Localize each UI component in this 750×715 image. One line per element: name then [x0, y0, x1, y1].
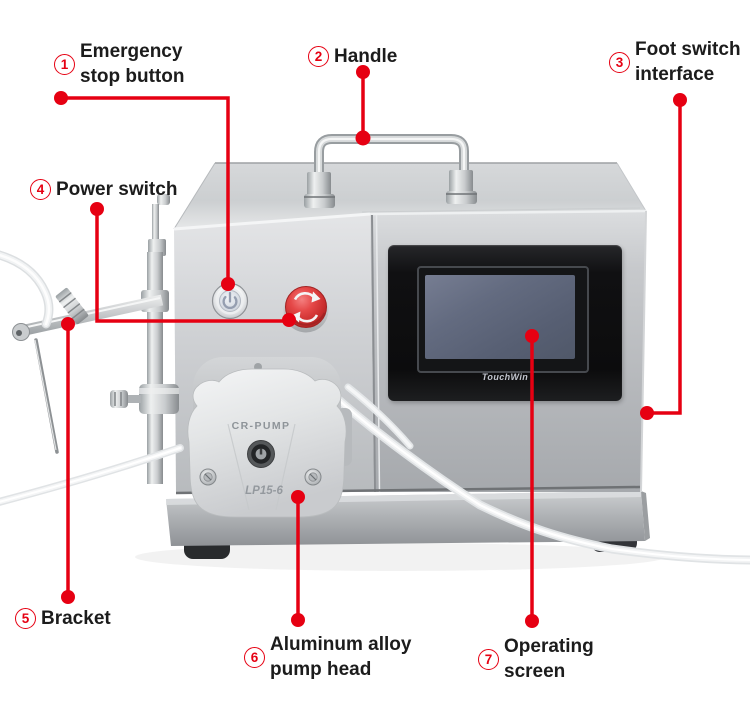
label-number-2: 2: [308, 46, 329, 67]
bracket-arm: [14, 294, 164, 338]
label-text-line: screen: [504, 661, 566, 682]
touchwin-logo: TouchWin: [481, 372, 529, 382]
label-bracket: 5 Bracket: [15, 606, 111, 631]
label-emergency-stop-button: 1 Emergency stop button: [54, 39, 184, 89]
label-text-line: Handle: [334, 46, 398, 67]
operating-screen: [425, 275, 575, 359]
label-handle: 2 Handle: [308, 44, 397, 69]
label-number-3: 3: [609, 51, 630, 73]
label-number-1: 1: [54, 53, 75, 75]
emergency-stop-button: [283, 286, 329, 333]
handle-mounts: [304, 170, 477, 208]
label-number-4: 4: [30, 179, 51, 200]
label-text-line: Power switch: [56, 179, 178, 200]
thumb-screw: [110, 390, 128, 408]
label-aluminum-pump-head: 6 Aluminum alloy pump head: [244, 632, 411, 682]
label-number-6: 6: [244, 646, 265, 668]
pump-hub: [247, 440, 275, 468]
pump-brand-text: CR-PUMP: [231, 420, 291, 432]
pump-screws: [199, 468, 322, 486]
label-text-line: Bracket: [41, 608, 111, 629]
label-power-switch: 4 Power switch: [30, 177, 177, 202]
label-number-5: 5: [15, 608, 36, 629]
label-text-line: stop button: [80, 66, 185, 87]
pump-model-text: LP15-6: [245, 485, 283, 497]
carry-handle: [314, 134, 469, 204]
label-foot-switch-interface: 3 Foot switch interface: [609, 37, 741, 87]
label-text-line: Foot switch: [635, 39, 741, 60]
operating-screen-bezel: TouchWin: [388, 245, 622, 401]
dispensing-needle: [34, 338, 59, 454]
power-switch-button: [211, 282, 249, 320]
inlet-tube: [0, 250, 89, 329]
right-outlet-tube: [329, 383, 750, 565]
label-operating-screen: 7 Operating screen: [478, 634, 594, 684]
label-text-line: pump head: [270, 659, 372, 680]
pump-head: [187, 357, 352, 518]
label-text-line: interface: [635, 64, 715, 85]
left-outlet-tube: [0, 444, 184, 506]
bracket-post: [147, 252, 163, 484]
label-number-7: 7: [478, 648, 499, 670]
label-text-line: Emergency: [80, 41, 183, 62]
label-text-line: Aluminum alloy: [270, 634, 412, 655]
bracket-assembly: [12, 194, 179, 484]
label-text-line: Operating: [504, 636, 594, 657]
